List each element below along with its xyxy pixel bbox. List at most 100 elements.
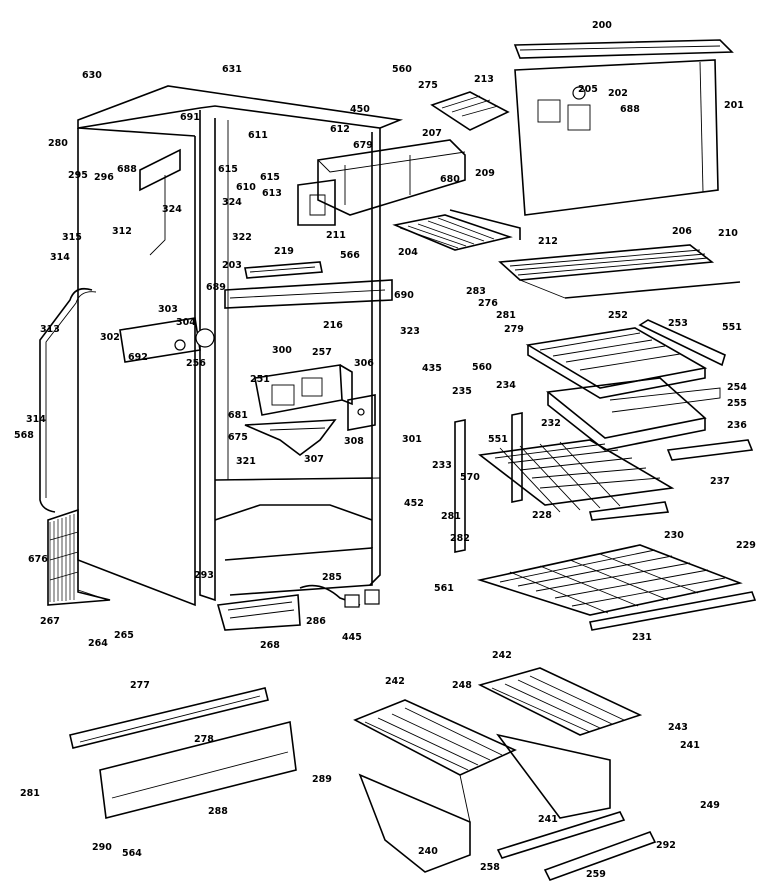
- part-number-324b: 324: [222, 197, 242, 208]
- part-number-206: 206: [672, 226, 692, 237]
- evaporator-housing: [297, 139, 466, 226]
- part-number-615b: 615: [260, 172, 280, 183]
- part-number-312: 312: [112, 226, 132, 237]
- part-number-264: 264: [88, 638, 108, 649]
- part-number-450: 450: [350, 104, 370, 115]
- part-number-230: 230: [664, 530, 684, 541]
- part-labels: 2002012022032042052062072092102112122132…: [14, 20, 756, 880]
- part-number-281a: 281: [496, 310, 516, 321]
- part-number-251: 251: [250, 374, 270, 385]
- rail-253: [638, 319, 726, 367]
- part-number-300: 300: [272, 345, 292, 356]
- wire-harness-286: [299, 584, 380, 608]
- part-number-267: 267: [40, 616, 60, 627]
- part-number-321: 321: [236, 456, 256, 467]
- part-number-205: 205: [578, 84, 598, 95]
- control-box-306: [254, 364, 353, 416]
- shelf-206: [498, 244, 741, 299]
- part-number-631: 631: [222, 64, 242, 75]
- part-number-322: 322: [232, 232, 252, 243]
- part-number-257: 257: [312, 347, 332, 358]
- part-number-286: 286: [306, 616, 326, 627]
- part-number-690: 690: [394, 290, 414, 301]
- part-number-303: 303: [158, 304, 178, 315]
- part-number-252: 252: [608, 310, 628, 321]
- part-number-570: 570: [460, 472, 480, 483]
- part-number-313: 313: [40, 324, 60, 335]
- part-number-315: 315: [62, 232, 82, 243]
- part-number-560b: 560: [472, 362, 492, 373]
- part-number-293: 293: [194, 570, 214, 581]
- part-number-231: 231: [632, 632, 652, 643]
- part-number-243: 243: [668, 722, 688, 733]
- part-number-277: 277: [130, 680, 150, 691]
- part-number-219: 219: [274, 246, 294, 257]
- crisper-pan-right-243: [477, 667, 643, 819]
- part-number-296: 296: [94, 172, 114, 183]
- part-number-680: 680: [440, 174, 460, 185]
- part-number-681: 681: [228, 410, 248, 421]
- part-number-259: 259: [586, 869, 606, 880]
- shelf-229: [476, 544, 743, 616]
- part-number-253: 253: [668, 318, 688, 329]
- trim-230: [589, 501, 670, 521]
- meat-pan-236: [546, 377, 721, 451]
- part-number-560a: 560: [392, 64, 412, 75]
- part-number-612: 612: [330, 124, 350, 135]
- air-duct-219-203: [244, 261, 323, 279]
- part-number-688a: 688: [117, 164, 137, 175]
- part-number-551a: 551: [722, 322, 742, 333]
- part-number-679: 679: [353, 140, 373, 151]
- rail-277: [69, 687, 269, 749]
- part-number-307: 307: [304, 454, 324, 465]
- part-number-210: 210: [718, 228, 738, 239]
- rail-233-232: [454, 412, 523, 553]
- part-number-289: 289: [312, 774, 332, 785]
- part-number-258: 258: [480, 862, 500, 873]
- part-number-630: 630: [82, 70, 102, 81]
- part-number-268: 268: [260, 640, 280, 651]
- part-number-452: 452: [404, 498, 424, 509]
- part-number-290: 290: [92, 842, 112, 853]
- part-number-234: 234: [496, 380, 516, 391]
- rail-237: [666, 439, 754, 461]
- part-number-308: 308: [344, 436, 364, 447]
- part-number-611: 611: [248, 130, 268, 141]
- part-number-435: 435: [422, 363, 442, 374]
- trim-231: [589, 591, 757, 631]
- crisper-pan-left-240: [353, 699, 517, 873]
- part-number-248: 248: [452, 680, 472, 691]
- part-number-236: 236: [727, 420, 747, 431]
- part-number-209: 209: [475, 168, 495, 179]
- part-number-615a: 615: [218, 164, 238, 175]
- part-number-255: 255: [727, 398, 747, 409]
- part-number-201: 201: [724, 100, 744, 111]
- thermostat-302: [119, 317, 215, 363]
- part-number-233: 233: [432, 460, 452, 471]
- part-number-256: 256: [186, 358, 206, 369]
- part-number-323: 323: [400, 326, 420, 337]
- part-number-288: 288: [208, 806, 228, 817]
- crisper-cover-252: [525, 327, 708, 399]
- part-number-314a: 314: [50, 252, 70, 263]
- drain-tube: [39, 287, 97, 513]
- cabinet-body: [77, 85, 404, 607]
- part-number-265: 265: [114, 630, 134, 641]
- trim-258-259: [496, 811, 657, 881]
- part-number-688b: 688: [620, 104, 640, 115]
- part-number-235: 235: [452, 386, 472, 397]
- part-number-237: 237: [710, 476, 730, 487]
- deflector-307: [244, 419, 337, 456]
- part-number-280: 280: [48, 138, 68, 149]
- part-number-281c: 281: [20, 788, 40, 799]
- part-number-568: 568: [14, 430, 34, 441]
- part-number-228: 228: [532, 510, 552, 521]
- part-number-241a: 241: [538, 814, 558, 825]
- part-number-229: 229: [736, 540, 756, 551]
- part-number-324a: 324: [162, 204, 182, 215]
- part-number-216: 216: [323, 320, 343, 331]
- part-number-566: 566: [340, 250, 360, 261]
- part-number-241b: 241: [680, 740, 700, 751]
- freezer-door-panel: [513, 39, 734, 216]
- part-number-200: 200: [592, 20, 612, 31]
